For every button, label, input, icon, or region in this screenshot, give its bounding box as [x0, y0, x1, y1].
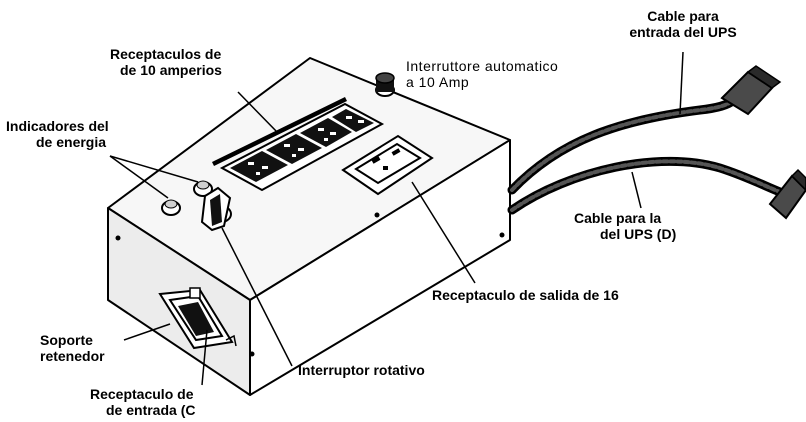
receptacle-outlets [230, 109, 374, 182]
leader-receptacles [237, 91, 279, 134]
leader-cable-input [679, 51, 684, 115]
label-power-indicators-line2: de energia [36, 134, 107, 150]
label-retainer-line2: retenedor [40, 348, 105, 364]
connector-output [768, 168, 806, 220]
label-cable-output-line2: del UPS (D) [600, 226, 677, 242]
label-input-receptacle-line2: de entrada (C [106, 402, 196, 418]
label-power-indicators: Indicadores del de energia [6, 118, 109, 150]
power-indicator-right [193, 180, 213, 197]
cable-input [507, 95, 739, 195]
label-input-receptacle: Receptaculo de de entrada (C [90, 386, 195, 418]
screw [115, 235, 121, 241]
label-breaker-line1: Interruttore automatico [406, 58, 559, 74]
screw [374, 212, 380, 218]
label-cable-input-line2: entrada del UPS [629, 24, 737, 40]
label-rotary-switch-text: Interruptor rotativo [298, 362, 425, 378]
label-output-receptacle: Receptaculo de salida de 16 [432, 287, 619, 303]
leader-indicator-left [109, 155, 169, 199]
label-power-indicators-line1: Indicadores del [6, 118, 109, 134]
label-cable-output: Cable para la del UPS (D) [574, 210, 676, 242]
label-input-receptacle-line1: Receptaculo de [90, 386, 194, 402]
label-receptacles-10a: Receptaculos de de 10 amperios [110, 46, 222, 78]
leader-lines [109, 51, 684, 386]
label-breaker-line2: a 10 Amp [406, 74, 470, 90]
receptacle-strip-rail [212, 97, 347, 166]
label-cable-output-line1: Cable para la [574, 210, 662, 226]
leader-rotary [221, 227, 293, 367]
cable-output [507, 156, 785, 215]
leader-output-receptacle [411, 181, 476, 284]
leader-retainer [123, 323, 171, 341]
label-retainer-line1: Soporte [40, 332, 93, 348]
label-receptacles-10a-line2: de 10 amperios [120, 62, 222, 78]
leader-cable-output [631, 171, 642, 209]
output-receptacle [341, 134, 434, 196]
outlet-slots [248, 116, 364, 175]
leader-indicator-right [109, 155, 199, 183]
screw [499, 232, 505, 238]
label-cable-input: Cable para entrada del UPS [598, 8, 768, 40]
screw [249, 351, 255, 357]
box-side-face [249, 139, 511, 396]
power-indicator-left [161, 199, 181, 216]
label-retainer: Soporte retenedor [40, 332, 105, 364]
label-output-receptacle-text: Receptaculo de salida de 16 [432, 287, 619, 303]
label-breaker: Interruttore automatico a 10 Amp [406, 58, 558, 90]
connector-input [720, 65, 782, 116]
label-receptacles-10a-line1: Receptaculos de [110, 46, 222, 62]
breaker [375, 72, 395, 97]
label-rotary-switch: Interruptor rotativo [298, 362, 425, 378]
input-receptacle [158, 287, 237, 350]
label-cable-input-line1: Cable para [647, 8, 719, 24]
rotary-switch [200, 186, 232, 232]
leader-input-receptacle [201, 329, 208, 386]
